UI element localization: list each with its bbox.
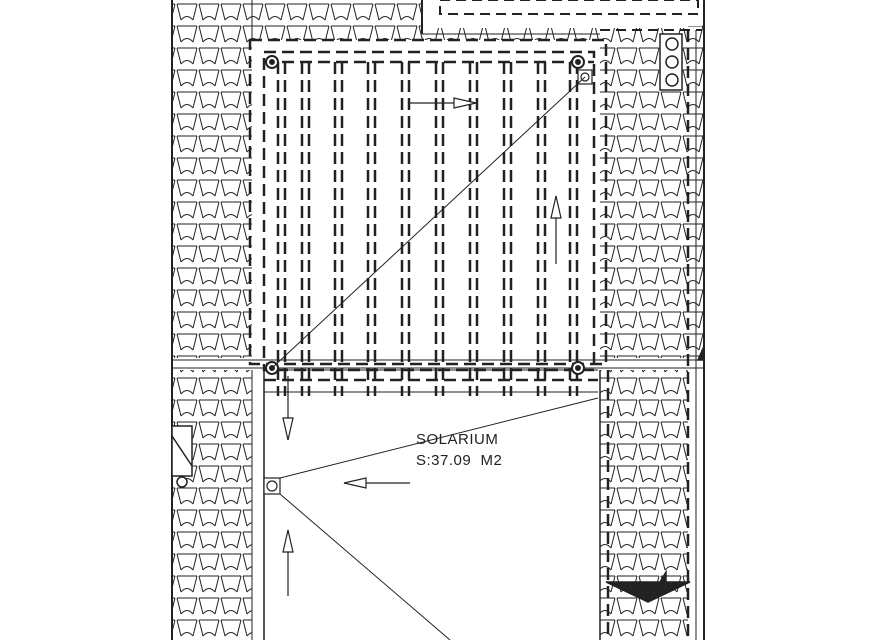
left-wall-vent-slash	[171, 435, 193, 467]
column-bottom-right-core	[575, 365, 581, 371]
solarium-frame-outer	[248, 38, 608, 366]
arrow-down-head	[282, 417, 294, 441]
column-top-right-core	[575, 59, 581, 65]
upper-right-room-dashed	[439, 0, 699, 15]
room-area-label: S:37.09 M2	[416, 452, 503, 469]
room-name-label: SOLARIUM	[416, 431, 499, 448]
slope-line-to-corner	[279, 397, 599, 479]
arrow-up-head	[550, 195, 562, 219]
edge-marker-icon	[696, 345, 705, 361]
vent-ring-1	[665, 37, 679, 51]
slope-line-diagonal	[271, 76, 586, 369]
roof-tiles-right	[600, 28, 688, 640]
vent-ring-3	[665, 73, 679, 87]
roof-tiles-left	[172, 0, 252, 640]
drain-left-hole	[266, 480, 278, 492]
direction-marker-icon	[605, 569, 691, 603]
vent-ring-2	[665, 55, 679, 69]
column-top-left-core	[269, 59, 275, 65]
arrow-left-head	[343, 477, 367, 489]
roof-tiles-top	[252, 0, 422, 40]
solarium-floor	[264, 52, 600, 640]
slope-line-down	[279, 493, 451, 640]
left-wall-fixture	[176, 476, 188, 488]
arrow-right-head	[453, 97, 477, 109]
arrow-up-lower-head	[282, 529, 294, 553]
glazing-mullions	[276, 62, 579, 396]
